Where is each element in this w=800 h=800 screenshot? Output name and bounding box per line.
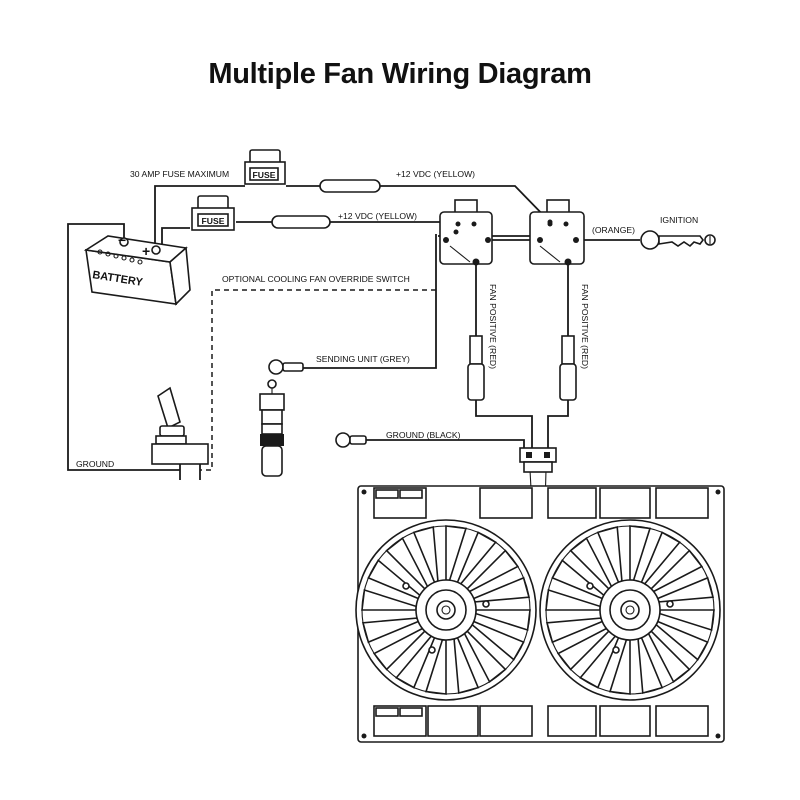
inline-fuse-fan-2 [559, 335, 577, 401]
label-fuse-max: 30 AMP FUSE MAXIMUM [130, 169, 229, 179]
relay-icon [439, 199, 493, 266]
fuse-label-1: FUSE [253, 170, 276, 180]
toggle-switch-icon [151, 386, 209, 480]
fuse-icon [244, 149, 286, 185]
wire-ground-black [352, 439, 525, 452]
label-ground: GROUND [76, 459, 114, 469]
label-fan-positive-1: FAN POSITIVE (RED) [488, 284, 498, 369]
label-orange: (ORANGE) [592, 225, 635, 235]
label-12v-top: +12 VDC (YELLOW) [396, 169, 475, 179]
label-override: OPTIONAL COOLING FAN OVERRIDE SWITCH [222, 274, 410, 284]
wire-fan-positive-1 [475, 262, 533, 448]
ring-terminal-icon [268, 359, 304, 375]
inline-fuse-fan-1 [467, 335, 485, 401]
label-ground-black: GROUND (BLACK) [386, 430, 461, 440]
fuse-label-2: FUSE [202, 216, 225, 226]
inline-fuse-holder-2 [271, 215, 331, 229]
battery-icon [83, 235, 191, 306]
sending-unit-icon [259, 379, 285, 477]
connector-icon [519, 447, 557, 473]
fan-right-icon [539, 519, 721, 701]
ignition-key-icon [640, 230, 716, 250]
wire-fan-positive-2 [547, 262, 569, 448]
relay-icon [529, 199, 585, 266]
battery-minus: − [118, 232, 126, 248]
ring-terminal-icon [335, 432, 367, 448]
label-12v-mid: +12 VDC (YELLOW) [338, 211, 417, 221]
fuse-icon [191, 195, 235, 231]
label-sending-unit: SENDING UNIT (GREY) [316, 354, 410, 364]
inline-fuse-holder-1 [319, 179, 381, 193]
wire-override-dashed [200, 289, 436, 471]
label-ignition: IGNITION [660, 215, 698, 225]
diagram-title: Multiple Fan Wiring Diagram [208, 58, 592, 90]
wire-12v-top [154, 185, 551, 252]
label-fan-positive-2: FAN POSITIVE (RED) [580, 284, 590, 369]
fan-left-icon [355, 519, 537, 701]
wire-sending-unit [280, 234, 437, 369]
wire-battery-ground [67, 223, 180, 471]
battery-plus: + [142, 243, 150, 259]
